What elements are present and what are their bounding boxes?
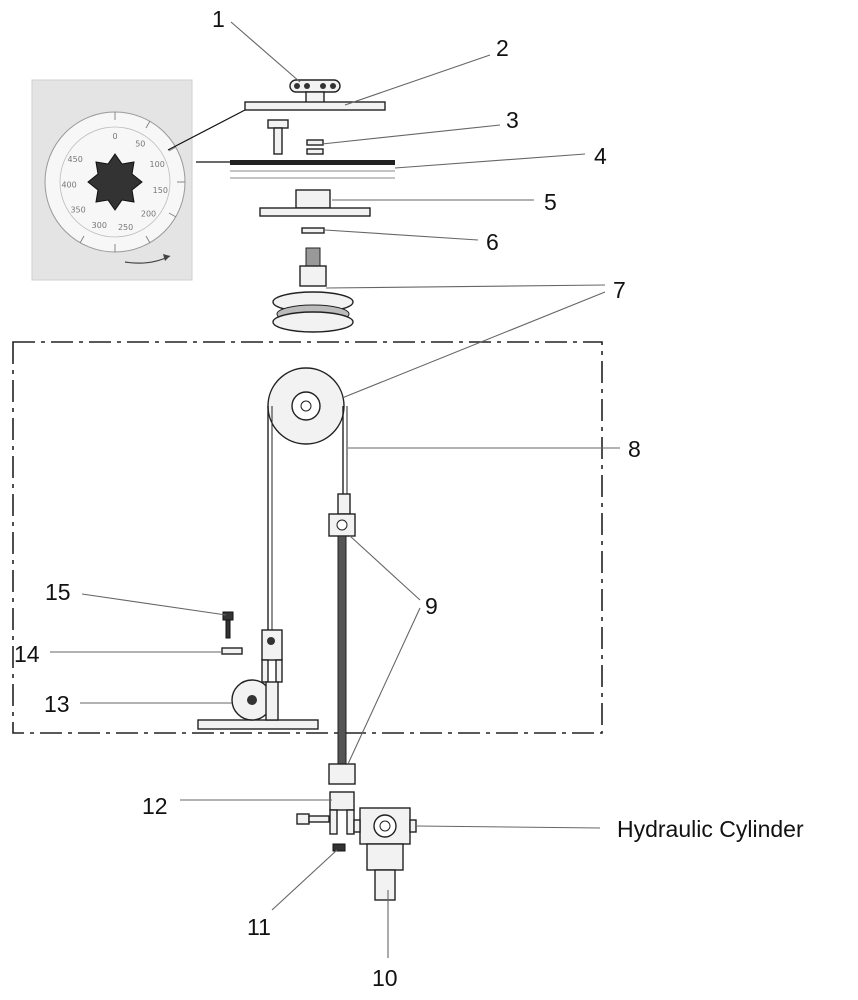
- leader-11: [271, 849, 338, 911]
- part-10-hydraulic-cylinder: [353, 807, 417, 901]
- leader-4: [394, 153, 586, 169]
- callout-4: 4: [594, 143, 607, 169]
- leader-1: [230, 21, 301, 83]
- callout-7: 7: [613, 277, 626, 303]
- dial-tick-labels: 0 50 100 150 200 250 300 350 400 450: [61, 132, 167, 232]
- callout-1: 1: [212, 6, 225, 32]
- callout-11: 11: [247, 914, 271, 940]
- callout-9: 9: [425, 593, 438, 619]
- dial-tick-label: 250: [118, 223, 133, 232]
- callout-3: 3: [506, 107, 519, 133]
- part-6-key: [301, 227, 325, 234]
- part-2-dial-plate: [244, 101, 386, 111]
- leader-6: [324, 229, 479, 241]
- part-4-disc: [230, 160, 395, 179]
- dial-tick-marks: [79, 112, 185, 252]
- dial-scale-ring: [59, 126, 171, 238]
- cable-clevis: [261, 629, 283, 683]
- part-8-cable: [267, 406, 348, 630]
- leader-2: [344, 54, 491, 106]
- leader-hydraulic: [415, 825, 601, 829]
- leader-9a: [349, 535, 421, 601]
- dial-tick-label: 350: [70, 206, 85, 215]
- leader-lines: [50, 21, 620, 958]
- part-11-nut: [332, 843, 346, 852]
- connecting-rod: [328, 493, 356, 785]
- part-7-shaft-pulley: [272, 247, 354, 333]
- part-14-pin: [221, 647, 243, 655]
- leader-3: [321, 124, 501, 145]
- callout-8: 8: [628, 436, 641, 462]
- part-5-hub: [259, 189, 371, 217]
- dial-tick-label: 400: [61, 181, 76, 190]
- dial-tick-label: 100: [150, 160, 165, 169]
- dial-tick-label: 0: [112, 132, 117, 141]
- callout-12: 12: [142, 793, 168, 819]
- inset-connector-line: [167, 109, 246, 151]
- hydraulic-cylinder-label: Hydraulic Cylinder: [617, 816, 804, 842]
- callout-6: 6: [486, 229, 499, 255]
- callout-13: 13: [44, 691, 70, 717]
- callout-5: 5: [544, 189, 557, 215]
- part-3-washers: [306, 139, 324, 155]
- drive-pulley: [267, 367, 345, 445]
- part-15-bolt: [222, 611, 234, 639]
- callout-10: 10: [372, 965, 398, 991]
- plate-bolt: [267, 119, 289, 155]
- star-knob-icon: [87, 153, 143, 211]
- dial-tick-label: 300: [92, 221, 107, 230]
- dial-tick-label: 50: [135, 140, 145, 149]
- callout-15: 15: [45, 579, 71, 605]
- leader-7a: [325, 284, 606, 289]
- callout-2: 2: [496, 35, 509, 61]
- part-1-knob: [289, 79, 341, 105]
- part-13-roller: [197, 679, 319, 730]
- leader-15: [81, 593, 227, 616]
- leader-7b: [341, 291, 606, 399]
- dial-tick-label: 150: [153, 186, 168, 195]
- dial-tick-label: 450: [68, 155, 83, 164]
- callout-14: 14: [14, 641, 40, 667]
- leader-9b: [347, 607, 421, 765]
- dial-photo-inset: 0 50 100 150 200 250 300 350 400 450: [31, 79, 193, 281]
- frame-boundary: [12, 341, 603, 734]
- part-12-lower-clevis: [296, 791, 355, 835]
- dial-tick-label: 200: [141, 210, 156, 219]
- callout-labels: 1 2 3 4 5 6 7 8 9 10 11 12 13 14 15 Hydr…: [14, 6, 804, 991]
